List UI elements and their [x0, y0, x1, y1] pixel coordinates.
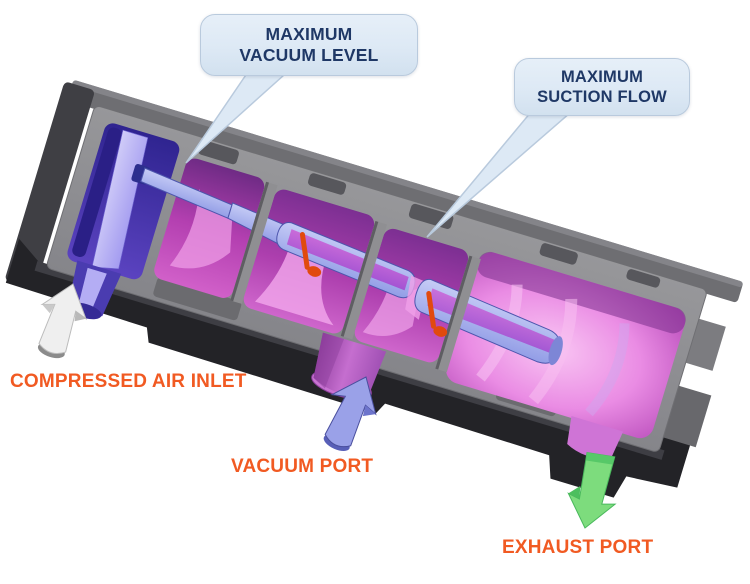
compressed-air-arrow-icon	[37, 283, 87, 359]
lower-shelf-left	[153, 277, 242, 321]
check-valve-1	[299, 231, 322, 277]
callout-suction-line1: MAXIMUM	[560, 67, 644, 86]
chamber-walls	[230, 181, 481, 373]
body-right-tab-upper	[685, 318, 726, 371]
exhaust-chamber	[446, 251, 686, 439]
callout-vacuum-line1: MAXIMUM	[265, 23, 353, 44]
label-exhaust-port: EXHAUST PORT	[502, 537, 654, 558]
callout-vacuum-line2: VACUUM LEVEL	[239, 45, 379, 65]
compressed-air-inlet-channel	[67, 123, 180, 280]
exhaust-port-arrow-icon	[567, 451, 617, 529]
body-right-tab-lower	[663, 385, 712, 448]
callout-maximum-vacuum-level: MAXIMUM VACUUM LEVEL	[200, 14, 418, 76]
air-inlet-stub	[68, 260, 122, 320]
label-vacuum-port: VACUUM PORT	[231, 456, 374, 477]
vacuum-port-arrow-icon	[323, 376, 377, 452]
body-top-face	[68, 80, 743, 303]
label-compressed-air-inlet: COMPRESSED AIR INLET	[10, 371, 247, 392]
check-valve-2	[426, 291, 448, 337]
callout-suction-line2: SUCTION FLOW	[537, 88, 667, 106]
body-left-face	[5, 82, 94, 289]
exhaust-stub	[567, 415, 624, 460]
callout-maximum-suction-flow: MAXIMUM SUCTION FLOW	[514, 58, 690, 116]
ejector-body	[5, 80, 743, 498]
body-top-highlight	[72, 80, 743, 288]
